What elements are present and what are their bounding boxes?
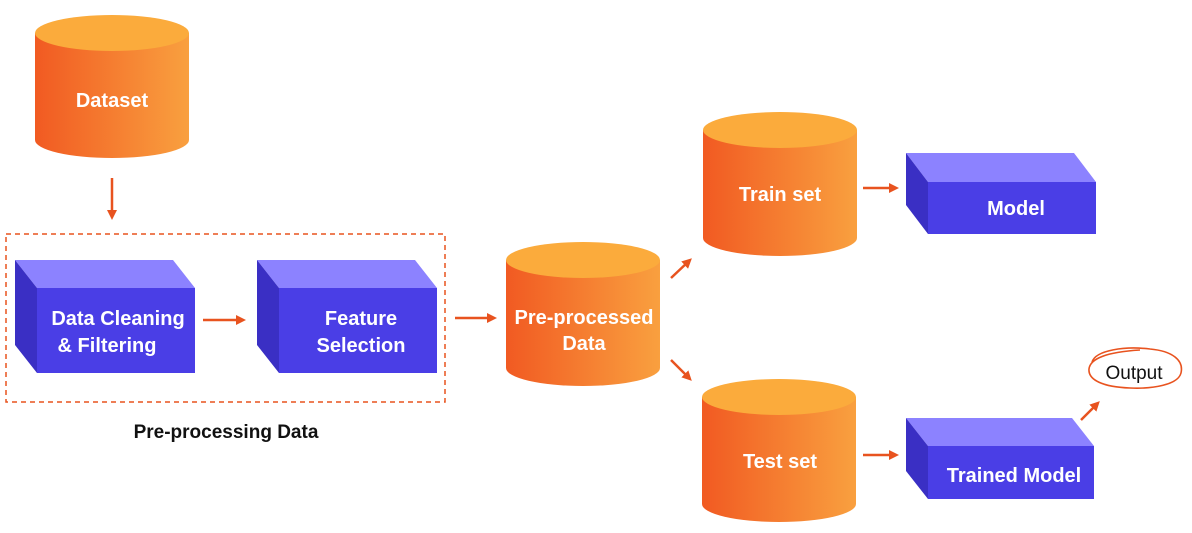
data-cleaning-label-line2: & Filtering [58,335,157,357]
arrow-preprocessed-to-train [670,258,692,279]
test-set-label: Test set [743,451,817,473]
preprocessing-group-border [5,233,446,403]
feature-selection-block: Feature Selection [257,260,437,373]
output-badge: Output [1088,347,1183,389]
preprocessing-caption: Pre-processing Data [134,422,319,443]
data-cleaning-block: Data Cleaning & Filtering [15,260,195,373]
output-label: Output [1105,363,1163,384]
arrow-preprocessed-to-test [670,359,692,381]
model-block: Model [906,153,1096,234]
dataset-label: Dataset [76,90,149,112]
feature-selection-label-line2: Selection [317,335,406,357]
preprocessed-label-line2: Data [562,333,606,355]
train-set-label: Train set [739,184,822,206]
trained-model-label: Trained Model [947,465,1081,487]
arrow-trained-to-output [1080,401,1100,421]
trained-model-block: Trained Model [906,418,1094,499]
feature-selection-label-line1: Feature [325,308,397,330]
preprocessed-label-line1: Pre-processed [515,307,654,329]
train-set-cylinder: Train set [703,112,857,256]
preprocessed-data-cylinder: Pre-processed Data [506,242,660,386]
dataset-cylinder: Dataset [35,15,189,158]
data-cleaning-label-line1: Data Cleaning [51,308,184,330]
test-set-cylinder: Test set [702,379,856,522]
model-label: Model [987,198,1045,220]
